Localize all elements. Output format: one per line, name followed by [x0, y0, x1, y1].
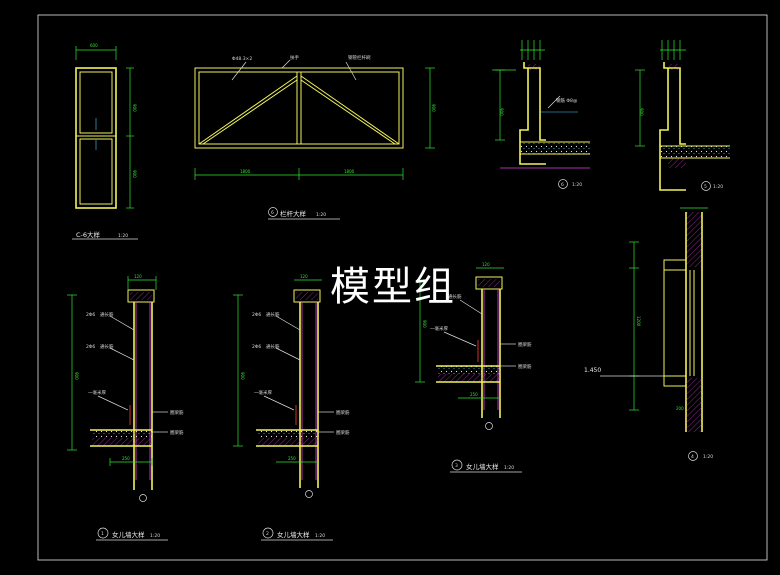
detail6-steel-note: 钢筋 Φ8@ [556, 97, 578, 104]
railing-h-dim: 900 [431, 104, 436, 112]
d2-top-note2: 2Φ6 [252, 344, 261, 350]
d3-title: 女儿墙大样 [466, 462, 499, 471]
window-detail-c6: 600 900 900 C-6大样 1:20 [72, 43, 138, 240]
d3-height-dim: 900 [422, 320, 427, 328]
parapet-detail-2: 2Φ6 通长筋 2Φ6 通长筋 一毫米厚 圈梁筋 圈梁筋 120 900 250… [233, 274, 350, 541]
railing-right-dim: 1800 [344, 169, 355, 174]
d4-marker: 4 [691, 454, 694, 460]
d1-height-dim: 900 [74, 372, 79, 380]
window-width-dim: 600 [90, 43, 98, 48]
detail6-scale: 1:20 [572, 182, 582, 188]
d1-ring1: 圈梁筋 [170, 409, 184, 416]
d2-top-note: 2Φ6 [252, 312, 261, 318]
detail5-dim: 900 [639, 108, 644, 116]
detail6-marker: 6 [561, 182, 564, 188]
d2-title: 女儿墙大样 [277, 530, 310, 539]
detail5-marker: 5 [704, 184, 707, 190]
d2-side-dim: 250 [288, 456, 296, 461]
railing-note-mid: 扶手 [290, 54, 299, 61]
d2-side: 一毫米厚 [254, 389, 272, 396]
d1-top-note2: 2Φ6 [86, 344, 95, 350]
d2-rebar1: 通长筋 [266, 311, 280, 318]
d1-side: 一毫米厚 [88, 389, 106, 396]
parapet-detail-3: 通长筋 一毫米厚 圈梁筋 圈梁筋 120 900 250 3 女儿墙大样 1:2… [415, 262, 532, 473]
drawing-frame [37, 14, 768, 561]
d4-scale: 1:20 [703, 454, 713, 460]
window-detail-scale: 1:20 [118, 233, 128, 239]
d2-width-dim: 120 [300, 274, 308, 279]
d4-side-dim: 200 [676, 406, 684, 411]
railing-scale: 1:20 [316, 212, 326, 218]
d2-ring2: 圈梁筋 [336, 429, 350, 436]
railing-note-right: 钢管栏杆刷 [348, 54, 371, 61]
wall-section-detail-4: 1.450 1200 200 4 1:20 [584, 207, 713, 461]
d3-side-dim: 250 [470, 392, 478, 397]
d3-rebar1: 通长筋 [448, 293, 462, 300]
d1-rebar2: 通长筋 [100, 343, 114, 350]
d3-ring1: 圈梁筋 [518, 341, 532, 348]
d1-marker: 1 [101, 531, 104, 537]
parapet-detail-5: 900 5 1:20 [635, 40, 730, 191]
d2-rebar2: 通长筋 [266, 343, 280, 350]
d2-ring1: 圈梁筋 [336, 409, 350, 416]
d2-height-dim: 900 [240, 372, 245, 380]
watermark-text: 模型组 [330, 264, 456, 310]
d3-scale: 1:20 [504, 465, 514, 471]
railing-left-dim: 1800 [240, 169, 251, 174]
window-h2-dim: 900 [132, 170, 137, 178]
railing-note-left: Φ48.3×2 [232, 56, 252, 62]
d1-rebar1: 通长筋 [100, 311, 114, 318]
d3-ring2: 圈梁筋 [518, 363, 532, 370]
detail6-dim: 900 [499, 108, 504, 116]
d4-elev-1450: 1.450 [584, 367, 601, 374]
d1-scale: 1:20 [150, 533, 160, 539]
d1-side-dim: 250 [122, 456, 130, 461]
d1-title: 女儿墙大样 [112, 530, 145, 539]
d4-height-dim: 1200 [636, 316, 641, 327]
d3-marker: 3 [455, 463, 458, 469]
d2-marker: 2 [266, 531, 269, 537]
parapet-detail-6: 钢筋 Φ8@ 900 6 1:20 [492, 40, 590, 189]
railing-marker: 6 [271, 210, 274, 216]
railing-title: 栏杆大样 [280, 209, 307, 218]
d2-scale: 1:20 [315, 533, 325, 539]
parapet-detail-1: 2Φ6 通长筋 2Φ6 通长筋 一毫米厚 圈梁筋 圈梁筋 120 900 250… [67, 274, 184, 541]
detail5-scale: 1:20 [713, 184, 723, 190]
d1-ring2: 圈梁筋 [170, 429, 184, 436]
d1-width-dim: 120 [134, 274, 142, 279]
d3-side: 一毫米厚 [430, 325, 448, 332]
window-detail-title: C-6大样 [76, 230, 101, 239]
railing-detail: Φ48.3×2 扶手 钢管栏杆刷 1800 1800 900 6 栏杆大样 1:… [194, 54, 436, 220]
d3-width-dim: 120 [482, 262, 490, 267]
d1-top-note: 2Φ6 [86, 312, 95, 318]
window-h1-dim: 900 [132, 104, 137, 112]
